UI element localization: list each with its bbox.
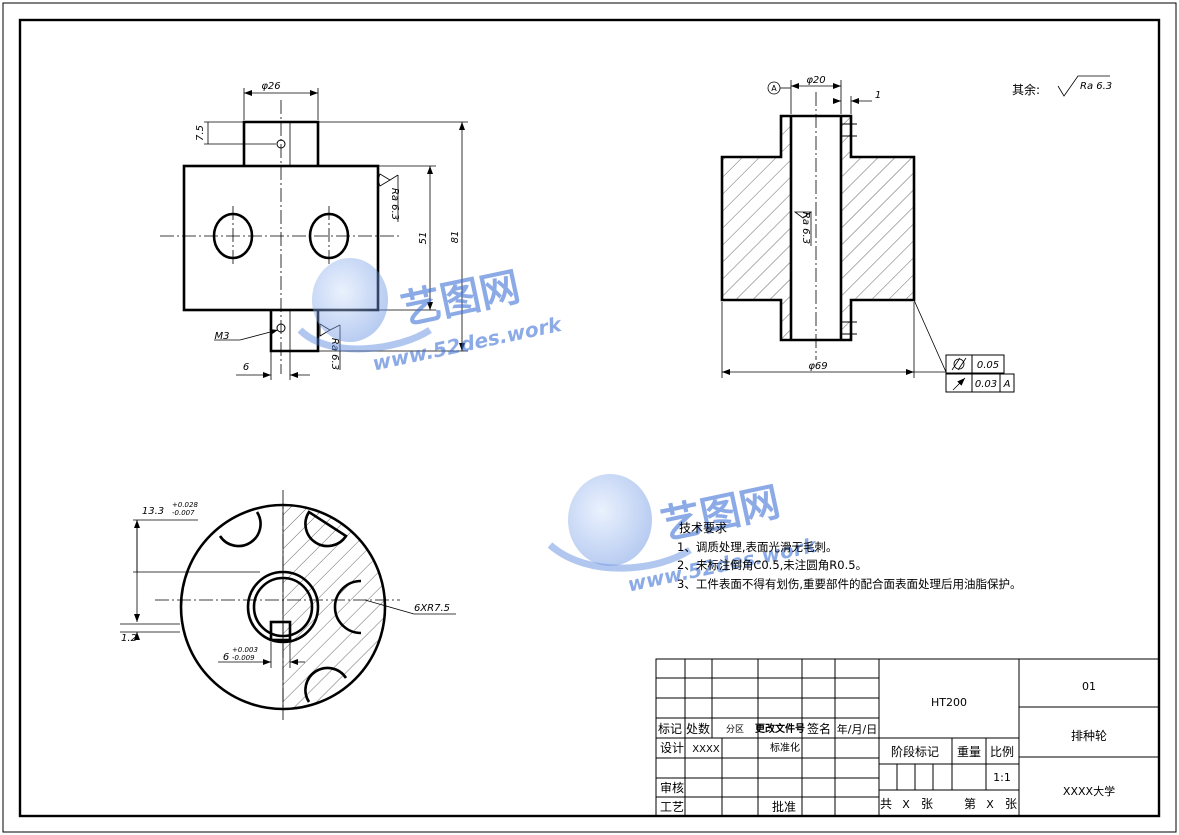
inner-border (18, 18, 1161, 818)
other-roughness-label: 其余: (1012, 82, 1040, 97)
watermark-globe-icon-2 (568, 474, 652, 566)
tech-title: 技术要求 (679, 521, 727, 535)
tb-sheet2: 张 (1005, 797, 1017, 811)
tolerance-value-2: 0.03 (975, 379, 997, 390)
tb-weight: 重量 (957, 745, 981, 759)
tb-h-doc: 更改文件号 (755, 722, 805, 735)
dim-key-depth-upper: +0.028 (172, 501, 198, 509)
roughness-front-2: Ra 6.3 (329, 338, 340, 370)
watermark-brand-mid: 艺图网 (657, 479, 784, 549)
tb-process: 工艺 (660, 800, 684, 814)
tb-h-count: 处数 (686, 721, 710, 736)
tb-review: 审核 (660, 780, 684, 795)
tb-x2: X (986, 798, 994, 811)
dim-key-offset: 1.2 (121, 633, 137, 644)
tolerance-value-1: 0.05 (977, 360, 999, 371)
tech-item-1: 1、调质处理,表面光滑无毛刺。 (677, 540, 837, 554)
tb-standard: 标准化 (770, 741, 800, 754)
tb-material: HT200 (931, 696, 967, 709)
tb-part-name: 排种轮 (1071, 729, 1107, 743)
dim-front-total: 81 (450, 231, 461, 244)
dim-front-bottom: 6 (243, 362, 249, 373)
tb-design: 设计 (660, 741, 684, 755)
tech-item-2: 2、未标注倒角C0.5,未注圆角R0.5。 (677, 558, 867, 572)
datum-label: A (771, 84, 777, 93)
tb-scale-label: 比例 (990, 745, 1014, 759)
dim-section-outer: φ69 (808, 361, 827, 372)
tb-h-mark: 标记 (658, 722, 682, 736)
tb-code: 01 (1082, 680, 1096, 693)
tb-scale: 1:1 (993, 771, 1011, 784)
dim-key-depth: 13.3 (142, 506, 164, 517)
tb-h-date: 年/月/日 (837, 722, 877, 736)
tech-item-3: 3、工件表面不得有划伤,重要部件的配合面表面处理后用油脂保护。 (677, 577, 1021, 591)
tb-stage: 阶段标记 (891, 744, 939, 759)
dim-key-width-lower: -0.009 (232, 654, 255, 662)
tolerance-frame: 0.05 0.03 A (945, 354, 1015, 393)
dim-front-top: 7.5 (195, 125, 206, 141)
tb-sheets: 张 (921, 797, 933, 811)
tb-h-sign: 签名 (807, 721, 831, 736)
section-view: φ20 A 1 φ69 Ra 6.3 (720, 75, 947, 378)
tb-total: 共 (880, 797, 892, 811)
tb-nth: 第 (964, 797, 976, 811)
tb-company: XXXX大学 (1063, 784, 1115, 798)
tech-requirements: 技术要求 1、调质处理,表面光滑无毛刺。 2、未标注倒角C0.5,未注圆角R0.… (677, 521, 1021, 591)
other-roughness: 其余: Ra 6.3 (1012, 75, 1112, 97)
dim-front-width: φ26 (261, 81, 280, 92)
tb-designer: XXXX (692, 744, 720, 755)
dim-key-width: 6 (223, 652, 229, 663)
title-block: 标记 处数 分区 更改文件号 签名 年/月/日 设计 XXXX 标准化 审核 工… (655, 658, 1160, 817)
tb-x1: X (902, 798, 910, 811)
roughness-front-1: Ra 6.3 (389, 188, 400, 220)
dim-slots: 6XR7.5 (414, 603, 450, 614)
front-view: φ26 7.5 51 81 6 M3 Ra 6.3 Ra 6.3 (160, 81, 468, 380)
watermark-globe-icon (312, 258, 388, 342)
tolerance-datum-2: A (1003, 379, 1011, 390)
end-view: 13.3 +0.028 -0.007 1.2 6 +0.003 -0.009 6… (120, 490, 456, 720)
tb-h-zone: 分区 (726, 724, 744, 735)
dim-section-bore: φ20 (806, 75, 825, 86)
dim-front-mid: 51 (418, 232, 429, 245)
roughness-section: Ra 6.3 (800, 212, 811, 244)
dim-section-chamfer: 1 (875, 90, 881, 101)
other-roughness-value: Ra 6.3 (1080, 81, 1112, 92)
dim-key-width-upper: +0.003 (232, 646, 258, 654)
dim-key-depth-lower: -0.007 (172, 509, 195, 517)
tb-approve: 批准 (772, 799, 796, 814)
thread-label: M3 (215, 331, 230, 342)
